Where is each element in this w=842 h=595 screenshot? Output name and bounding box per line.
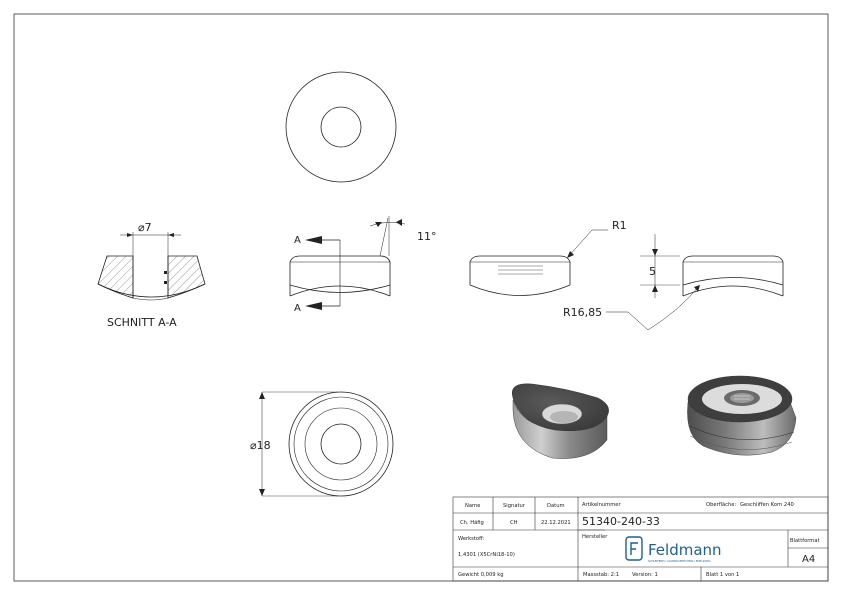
front-view: A A 11° — [289, 216, 437, 314]
top-view — [285, 71, 397, 183]
render-side-angled — [687, 375, 797, 456]
section-view: ⌀7 SCHNITT A-A — [97, 221, 206, 329]
tb-name-value: Ch. Häfig — [460, 520, 484, 526]
logo-wordmark: Feldmann — [648, 541, 722, 559]
tb-header-name: Name — [465, 503, 480, 509]
height-dim: 5 — [649, 265, 656, 278]
tb-header-date: Datum — [547, 503, 565, 509]
outer-diameter-dim: ⌀18 — [250, 439, 271, 452]
section-label: SCHNITT A-A — [107, 316, 177, 329]
tb-article-number: 51340-240-33 — [582, 515, 660, 528]
tb-manufacturer-label: Hersteller — [582, 534, 608, 540]
side-view: R1 — [469, 219, 627, 296]
tb-weight: Gewicht 0,009 kg — [458, 572, 504, 578]
tb-surface-label: Oberfläche: — [706, 502, 736, 508]
bottom-view: ⌀18 — [250, 391, 394, 497]
curve-radius-dim: R16,85 — [563, 306, 602, 319]
drawing-frame — [13, 13, 829, 582]
tb-format-label: Blattformat — [790, 538, 820, 544]
tb-material-value: 1.4301 (X5CrNi18-10) — [458, 552, 515, 558]
angle-dim: 11° — [417, 230, 437, 243]
bore-diameter-dim: ⌀7 — [138, 221, 152, 234]
section-marker-top: A — [294, 235, 301, 246]
tb-material-label: Werkstoff: — [458, 536, 485, 542]
logo-tagline: SCHLEIFEREI / ALUMINIUMTECHNIK / EDELSTA… — [648, 559, 711, 563]
tb-date-value: 22.12.2021 — [541, 520, 571, 526]
tb-signature-value: CH — [510, 520, 518, 526]
tb-format-value: A4 — [802, 554, 815, 565]
title-block-text: Name Signatur Datum Ch. Häfig CH 22.12.2… — [458, 502, 820, 578]
feldmann-logo: Feldmann SCHLEIFEREI / ALUMINIUMTECHNIK … — [625, 536, 722, 563]
title-block — [452, 496, 829, 582]
tb-article-label: Artikelnummer — [582, 502, 621, 508]
section-marker-bottom: A — [294, 303, 301, 314]
tb-header-signature: Signatur — [503, 503, 526, 509]
right-view: 5 R16,85 — [563, 234, 784, 331]
render-top-angled — [511, 383, 609, 459]
tb-surface-value: Geschliffen Korn 240 — [740, 502, 794, 508]
tb-version: Version: 1 — [632, 572, 658, 578]
edge-radius-dim: R1 — [612, 219, 627, 232]
tb-scale: Massstab: 2:1 — [583, 572, 619, 578]
tb-sheet: Blatt 1 von 1 — [706, 572, 739, 578]
